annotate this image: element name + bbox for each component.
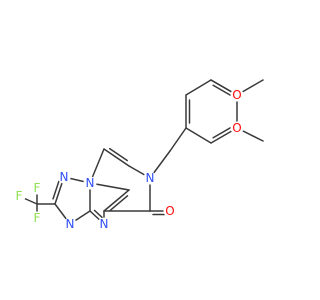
atom-background-N3 (63, 217, 77, 231)
bond-C9-C10-double (108, 147, 128, 162)
bond-Rf-Ra (185, 79, 212, 96)
atom-background-F2 (30, 211, 44, 225)
atom-label-N4: N (100, 217, 109, 231)
atom-label-O2: O (232, 121, 241, 135)
atom-background-N1 (83, 176, 97, 190)
atom-background-N2 (57, 170, 71, 184)
bond-C6a-C10a (103, 189, 130, 212)
atom-background-O2 (230, 121, 244, 135)
atom-label-N2: N (60, 170, 69, 184)
bond-C9-C10 (103, 148, 130, 167)
atom-background-F1 (12, 189, 26, 203)
atom-label-O6: O (165, 204, 174, 218)
bond-Rd-Re (185, 127, 212, 144)
atom-label-N3: N (66, 217, 75, 231)
bond-Rc-Rd-double (212, 126, 233, 139)
bonds (18, 79, 264, 225)
bond-N2-C2-double (52, 179, 61, 200)
atom-background-O1 (230, 88, 244, 102)
bond-Ra-Rb-double (212, 84, 233, 97)
bond-C10a-N1 (89, 182, 130, 191)
atom-label-N1: N (86, 176, 95, 190)
bond-C6a-C10a-double (109, 195, 129, 212)
atom-label-N7: N (146, 171, 155, 185)
atom-label-O1: O (232, 88, 241, 102)
atom-label-F1: F (16, 189, 23, 203)
atom-background-F3 (30, 181, 44, 195)
atom-label-F3: F (34, 181, 41, 195)
bond-Re-L1 (169, 127, 187, 152)
atom-label-F2: F (34, 211, 41, 225)
atom-background-N4 (97, 217, 111, 231)
atom-background-N7 (143, 171, 157, 185)
atom-background-O6 (163, 204, 177, 218)
